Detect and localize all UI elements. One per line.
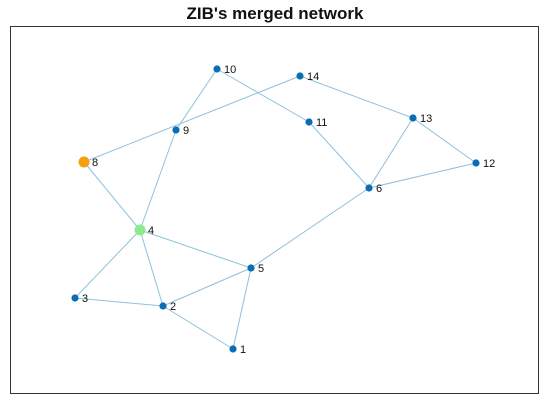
edge-13-14	[299, 75, 414, 119]
node-6	[365, 184, 373, 192]
edge-2-3	[74, 297, 164, 307]
node-label-4: 4	[148, 225, 154, 237]
node-9	[172, 126, 180, 134]
edge-3-4	[74, 229, 141, 299]
edge-1-5	[232, 267, 252, 350]
edge-12-13	[412, 117, 477, 164]
node-5	[247, 264, 255, 272]
node-12	[472, 159, 480, 167]
edge-2-4	[139, 229, 164, 307]
edge-5-6	[250, 187, 370, 269]
edge-6-13	[368, 117, 414, 189]
edge-6-12	[368, 162, 477, 189]
edge-8-14	[83, 75, 301, 163]
edge-1-2	[162, 305, 234, 350]
node-label-2: 2	[170, 301, 176, 313]
node-label-12: 12	[483, 158, 495, 170]
node-label-10: 10	[224, 64, 236, 76]
edge-4-8	[83, 161, 141, 231]
node-1	[229, 345, 237, 353]
figure-title: ZIB's merged network	[186, 4, 364, 23]
node-11	[305, 118, 313, 126]
node-layer	[71, 65, 480, 353]
edge-2-5	[162, 267, 252, 307]
node-2	[159, 302, 167, 310]
node-label-6: 6	[376, 183, 382, 195]
plot-frame	[10, 26, 539, 394]
node-label-14: 14	[307, 71, 319, 83]
edge-9-10	[175, 68, 218, 131]
edge-4-9	[139, 129, 177, 231]
edge-6-11	[308, 121, 370, 189]
node-13	[409, 114, 417, 122]
node-8	[78, 156, 90, 168]
node-14	[296, 72, 304, 80]
node-label-11: 11	[316, 117, 327, 129]
node-label-9: 9	[183, 125, 189, 137]
node-label-13: 13	[420, 113, 432, 125]
node-label-1: 1	[240, 344, 246, 356]
edge-4-5	[139, 229, 252, 269]
node-label-8: 8	[92, 157, 98, 169]
node-4	[134, 224, 146, 236]
node-label-5: 5	[258, 263, 264, 275]
edge-layer	[74, 68, 477, 350]
edge-10-11	[216, 68, 310, 123]
node-3	[71, 294, 79, 302]
node-label-3: 3	[82, 293, 88, 305]
node-10	[213, 65, 221, 73]
